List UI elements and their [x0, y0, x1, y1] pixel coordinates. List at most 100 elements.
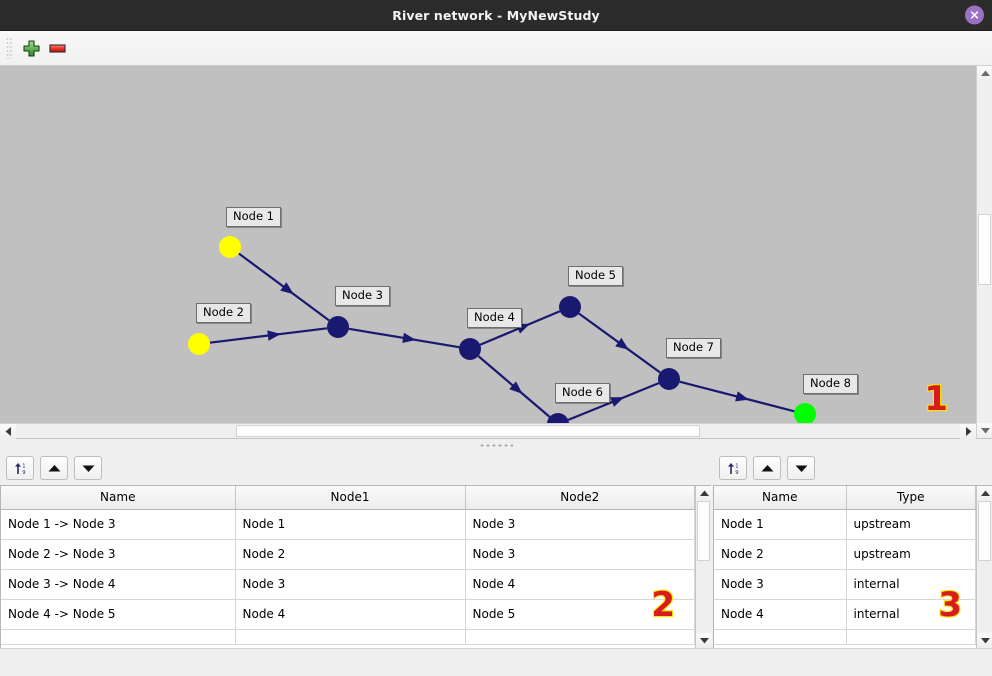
- nodes-vertical-scrollbar[interactable]: [976, 486, 992, 648]
- graph-node-label-node-4[interactable]: Node 4: [467, 308, 522, 328]
- table-cell[interactable]: [235, 629, 466, 645]
- nodes-vscroll-thumb[interactable]: [978, 501, 991, 561]
- table-row-empty[interactable]: [714, 629, 976, 645]
- table-cell[interactable]: Node 3: [465, 539, 695, 570]
- column-header-node1[interactable]: Node1: [235, 486, 466, 510]
- graph-node-node-1[interactable]: [219, 236, 241, 258]
- vertical-splitter[interactable]: [711, 451, 713, 648]
- horizontal-splitter[interactable]: [0, 438, 992, 451]
- graph-horizontal-scrollbar[interactable]: [0, 423, 976, 439]
- links-move-up-icon[interactable]: [40, 456, 68, 480]
- scroll-right-icon[interactable]: [960, 424, 976, 439]
- graph-node-node-4[interactable]: [459, 338, 481, 360]
- title-bar: River network - MyNewStudy: [0, 0, 992, 31]
- links-vscroll-track[interactable]: [696, 501, 711, 633]
- graph-node-label-node-7[interactable]: Node 7: [666, 338, 721, 358]
- graph-node-node-3[interactable]: [327, 316, 349, 338]
- table-cell[interactable]: upstream: [846, 509, 976, 540]
- table-cell[interactable]: Node 3: [465, 509, 695, 540]
- table-cell[interactable]: [846, 629, 976, 645]
- table-cell[interactable]: Node 1 -> Node 3: [1, 509, 236, 540]
- table-cell[interactable]: Node 1: [714, 509, 847, 540]
- table-cell[interactable]: Node 4: [714, 599, 847, 630]
- column-header-name[interactable]: Name: [714, 486, 847, 510]
- graph-node-label-node-5[interactable]: Node 5: [568, 266, 623, 286]
- table-cell[interactable]: Node 1: [235, 509, 466, 540]
- table-cell[interactable]: internal: [846, 599, 976, 630]
- graph-edge-arrow: [402, 332, 416, 343]
- table-cell[interactable]: Node 5: [465, 599, 695, 630]
- graph-node-label-node-6[interactable]: Node 6: [555, 383, 610, 403]
- links-vscroll-thumb[interactable]: [697, 501, 710, 561]
- table-cell[interactable]: Node 3: [714, 569, 847, 600]
- column-header-type[interactable]: Type: [846, 486, 976, 510]
- table-cell[interactable]: upstream: [846, 539, 976, 570]
- table-cell[interactable]: Node 4: [465, 569, 695, 600]
- add-node-icon[interactable]: [18, 35, 44, 61]
- links-sort-icon[interactable]: 1 9: [6, 456, 34, 480]
- scroll-up-icon[interactable]: [977, 66, 992, 81]
- table-cell[interactable]: Node 4 -> Node 5: [1, 599, 236, 630]
- nodes-sort-icon[interactable]: 1 9: [719, 456, 747, 480]
- table-row-empty[interactable]: [1, 629, 695, 645]
- close-icon[interactable]: [965, 5, 984, 25]
- graph-node-node-2[interactable]: [188, 333, 210, 355]
- graph-node-label-node-1[interactable]: Node 1: [226, 207, 281, 227]
- scroll-down-icon[interactable]: [977, 423, 992, 438]
- graph-node-node-5[interactable]: [559, 296, 581, 318]
- column-header-name[interactable]: Name: [1, 486, 236, 510]
- table-cell[interactable]: Node 2 -> Node 3: [1, 539, 236, 570]
- graph-node-label-node-3[interactable]: Node 3: [335, 286, 390, 306]
- table-cell[interactable]: Node 3 -> Node 4: [1, 569, 236, 600]
- graph-node-node-8[interactable]: [794, 403, 816, 423]
- graph-edge-arrow: [615, 337, 629, 350]
- links-scroll-up-icon[interactable]: [696, 486, 712, 501]
- nodes-scroll-up-icon[interactable]: [977, 486, 992, 501]
- nodes-scroll-down-icon[interactable]: [977, 633, 992, 648]
- graph-edge-arrow: [509, 381, 523, 394]
- graph-node-label-node-8[interactable]: Node 8: [803, 374, 858, 394]
- nodes-move-up-icon[interactable]: [753, 456, 781, 480]
- graph-node-label-node-2[interactable]: Node 2: [196, 303, 251, 323]
- table-cell[interactable]: [465, 629, 695, 645]
- links-scroll-down-icon[interactable]: [696, 633, 712, 648]
- scroll-left-icon[interactable]: [0, 424, 16, 439]
- table-cell[interactable]: [714, 629, 847, 645]
- toolbar-grip[interactable]: [6, 37, 13, 59]
- table-cell[interactable]: Node 4: [235, 599, 466, 630]
- graph-vertical-scrollbar[interactable]: [976, 66, 992, 438]
- graph-node-node-6[interactable]: [547, 413, 569, 423]
- nodes-vscroll-track[interactable]: [977, 501, 992, 633]
- links-move-down-icon[interactable]: [74, 456, 102, 480]
- table-cell[interactable]: Node 2: [235, 539, 466, 570]
- delete-node-icon[interactable]: [44, 35, 70, 61]
- table-cell[interactable]: [1, 629, 236, 645]
- table-cell[interactable]: internal: [846, 569, 976, 600]
- graph-node-node-7[interactable]: [658, 368, 680, 390]
- table-cell[interactable]: Node 3: [235, 569, 466, 600]
- vscroll-track[interactable]: [977, 81, 992, 423]
- hscroll-thumb[interactable]: [236, 425, 700, 437]
- hscroll-track[interactable]: [16, 424, 960, 438]
- column-header-node2[interactable]: Node2: [465, 486, 695, 510]
- nodes-move-down-icon[interactable]: [787, 456, 815, 480]
- vscroll-thumb[interactable]: [978, 214, 991, 285]
- links-vertical-scrollbar[interactable]: [695, 486, 712, 648]
- table-cell[interactable]: Node 2: [714, 539, 847, 570]
